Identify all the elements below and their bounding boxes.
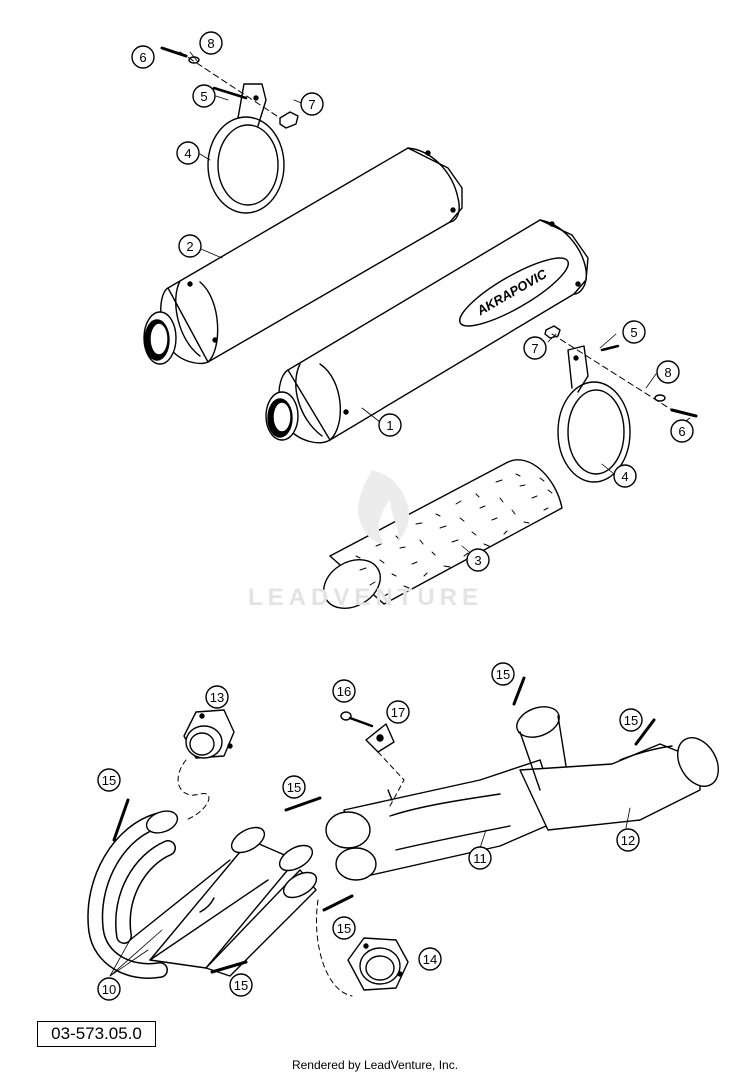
clamp-lower-right — [544, 325, 698, 483]
callout-12: 12 — [616, 828, 640, 852]
footer-credit: Rendered by LeadVenture, Inc. — [291, 1058, 459, 1072]
callout-8-upper: 8 — [199, 31, 223, 55]
callout-15-f: 15 — [229, 973, 253, 997]
svg-text:7: 7 — [308, 97, 315, 112]
svg-text:12: 12 — [621, 833, 635, 848]
svg-text:6: 6 — [139, 50, 146, 65]
svg-text:13: 13 — [210, 690, 224, 705]
svg-text:3: 3 — [474, 553, 481, 568]
callout-3: 3 — [466, 548, 490, 572]
callout-5-lower: 5 — [622, 320, 646, 344]
clamp-upper — [160, 46, 299, 214]
callout-15-b: 15 — [282, 775, 306, 799]
watermark-flame-icon — [358, 470, 409, 544]
callout-1: 1 — [378, 413, 402, 437]
flange-13 — [177, 709, 235, 821]
svg-text:7: 7 — [531, 341, 538, 356]
bracket-16-17 — [340, 711, 405, 807]
svg-text:17: 17 — [391, 705, 405, 720]
svg-text:15: 15 — [102, 773, 116, 788]
callout-15-e: 15 — [332, 916, 356, 940]
heat-shield — [323, 459, 563, 609]
header-pipes-left — [87, 810, 318, 979]
callouts: 1 2 3 4 4 5 5 6 6 7 7 8 8 10 11 12 13 14… — [97, 31, 694, 1001]
svg-text:5: 5 — [200, 89, 207, 104]
callout-7-lower: 7 — [523, 336, 547, 360]
callout-14: 14 — [418, 947, 442, 971]
callout-15-a: 15 — [97, 768, 121, 792]
svg-text:15: 15 — [624, 713, 638, 728]
callout-4-upper: 4 — [176, 141, 200, 165]
svg-text:6: 6 — [678, 424, 685, 439]
svg-text:10: 10 — [102, 982, 116, 997]
svg-text:5: 5 — [630, 325, 637, 340]
callout-6-lower: 6 — [670, 419, 694, 443]
springs — [112, 676, 656, 974]
svg-text:15: 15 — [234, 978, 248, 993]
callout-17: 17 — [386, 700, 410, 724]
callout-13: 13 — [205, 685, 229, 709]
callout-15-d: 15 — [619, 708, 643, 732]
svg-text:15: 15 — [287, 780, 301, 795]
callout-10: 10 — [97, 977, 121, 1001]
reference-number: 03-573.05.0 — [37, 1021, 156, 1047]
svg-text:14: 14 — [423, 952, 437, 967]
silencer-lower-akrapovic — [265, 219, 589, 444]
svg-text:15: 15 — [496, 667, 510, 682]
callout-15-c: 15 — [491, 662, 515, 686]
callout-11: 11 — [468, 846, 492, 870]
callout-2: 2 — [178, 234, 202, 258]
svg-text:8: 8 — [207, 36, 214, 51]
callout-4-lower: 4 — [613, 464, 637, 488]
silencer-upper — [143, 147, 463, 365]
svg-text:4: 4 — [621, 469, 628, 484]
svg-text:15: 15 — [337, 921, 351, 936]
y-pipe — [516, 706, 719, 831]
callout-8-lower: 8 — [656, 360, 680, 384]
svg-text:16: 16 — [337, 684, 351, 699]
callout-7-upper: 7 — [300, 92, 324, 116]
callout-6-upper: 6 — [131, 45, 155, 69]
flange-14 — [316, 899, 409, 997]
svg-text:8: 8 — [664, 365, 671, 380]
watermark: LEADVENTURE — [248, 584, 484, 611]
svg-text:11: 11 — [473, 851, 487, 866]
svg-text:2: 2 — [186, 239, 193, 254]
mid-pipe — [325, 759, 561, 881]
callout-16: 16 — [332, 679, 356, 703]
svg-text:4: 4 — [184, 146, 191, 161]
callout-5-upper: 5 — [192, 84, 216, 108]
svg-text:1: 1 — [386, 418, 393, 433]
